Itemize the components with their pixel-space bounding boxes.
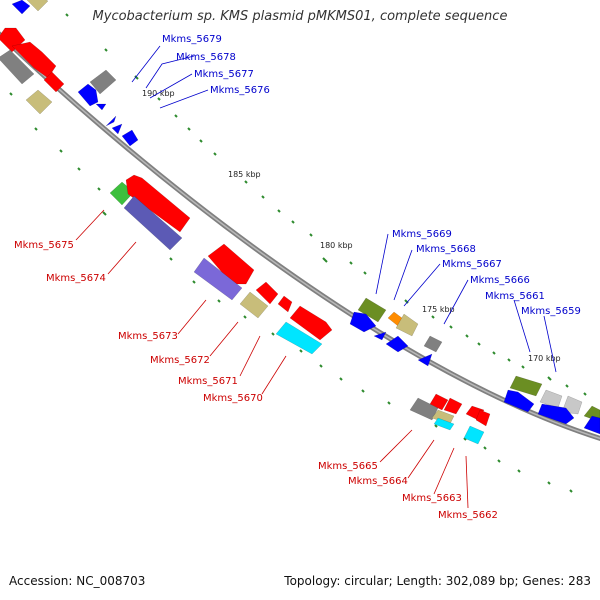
gene-label-mkms-5674: Mkms_5674 <box>46 273 106 284</box>
gene-label-mkms-5677: Mkms_5677 <box>194 69 254 80</box>
gene-label-mkms-5669: Mkms_5669 <box>392 229 452 240</box>
inner-tick-ring <box>9 92 573 493</box>
gene-label-mkms-5666: Mkms_5666 <box>470 275 530 286</box>
gene-label-mkms-5668: Mkms_5668 <box>416 244 476 255</box>
gene-arrow-red <box>289 305 333 341</box>
kbp-label-175: 175 kbp <box>422 305 455 314</box>
leader-lines-blue <box>131 45 557 373</box>
map-title: Mycobacterium sp. KMS plasmid pMKMS01, c… <box>92 9 508 24</box>
gene-arrow-blue <box>111 123 123 135</box>
gene-arrow-purple <box>123 195 183 251</box>
gene-arrow-cyan <box>275 321 323 355</box>
gene-label-mkms-5675: Mkms_5675 <box>14 240 74 251</box>
summary-text: Topology: circular; Length: 302,089 bp; … <box>284 574 591 588</box>
gene-arrow-blue <box>537 403 575 425</box>
gene-arrow-red <box>277 295 293 313</box>
gene-arrow-khaki <box>25 89 53 115</box>
gene-arrow-red <box>11 41 57 79</box>
gene-arrow-red <box>43 71 65 93</box>
gene-label-mkms-5663: Mkms_5663 <box>402 493 462 504</box>
gene-arrow-red <box>429 393 449 411</box>
gene-arrow-red <box>125 174 191 233</box>
gene-label-mkms-5659: Mkms_5659 <box>521 306 581 317</box>
gene-arrow-gray <box>0 49 35 85</box>
gene-arrow-blue <box>417 353 433 367</box>
gene-arrow-blue <box>95 103 107 111</box>
gene-arrow-blue <box>349 311 377 333</box>
gene-arrow-olive <box>509 375 543 397</box>
gene-arrow-olive <box>357 297 387 323</box>
gene-label-mkms-5664: Mkms_5664 <box>348 476 408 487</box>
gene-arrow-khaki <box>26 0 49 12</box>
gene-arrow-blue <box>105 115 117 127</box>
gene-label-mkms-5672: Mkms_5672 <box>150 355 210 366</box>
gene-label-mkms-5678: Mkms_5678 <box>176 52 236 63</box>
gene-label-mkms-5679: Mkms_5679 <box>162 34 222 45</box>
gene-label-mkms-5671: Mkms_5671 <box>178 376 238 387</box>
gene-label-mkms-5667: Mkms_5667 <box>442 259 502 270</box>
gene-arrow-red <box>443 397 463 415</box>
gene-arrow-blue <box>373 331 387 341</box>
gene-arrow-khaki <box>395 313 419 337</box>
outer-tick-ring <box>65 13 587 396</box>
accession-text: Accession: NC_008703 <box>9 574 146 588</box>
gene-arrow-gray <box>89 69 117 95</box>
gene-label-mkms-5661: Mkms_5661 <box>485 291 545 302</box>
gene-label-mkms-5670: Mkms_5670 <box>203 393 263 404</box>
gene-arrow-blue <box>503 389 535 413</box>
gene-track-inner <box>0 0 600 445</box>
gene-track-outer <box>0 0 600 423</box>
gene-label-mkms-5673: Mkms_5673 <box>118 331 178 342</box>
kbp-label-180: 180 kbp <box>320 241 353 250</box>
gene-arrow-blue <box>77 83 99 107</box>
leader-lines-red <box>75 209 469 509</box>
gene-arrow-blue <box>385 335 409 353</box>
kbp-label-170: 170 kbp <box>528 354 561 363</box>
gene-arrow-cyan <box>463 425 485 445</box>
gene-arrow-blue <box>11 0 31 15</box>
gene-label-mkms-5665: Mkms_5665 <box>318 461 378 472</box>
gene-arrow-khaki <box>239 291 269 319</box>
gene-arrow-red <box>0 27 26 53</box>
gene-arrow-cyan <box>433 417 455 431</box>
gene-label-mkms-5676: Mkms_5676 <box>210 85 270 96</box>
gene-arrow-red <box>475 409 491 427</box>
gene-arrow-red <box>255 281 279 305</box>
gene-arrow-blue <box>121 129 139 147</box>
gene-arrow-blue <box>583 415 600 435</box>
gene-arrow-purple <box>193 257 243 301</box>
gene-label-mkms-5662: Mkms_5662 <box>438 510 498 521</box>
gene-arrow-gray <box>423 335 443 353</box>
kbp-label-185: 185 kbp <box>228 170 261 179</box>
